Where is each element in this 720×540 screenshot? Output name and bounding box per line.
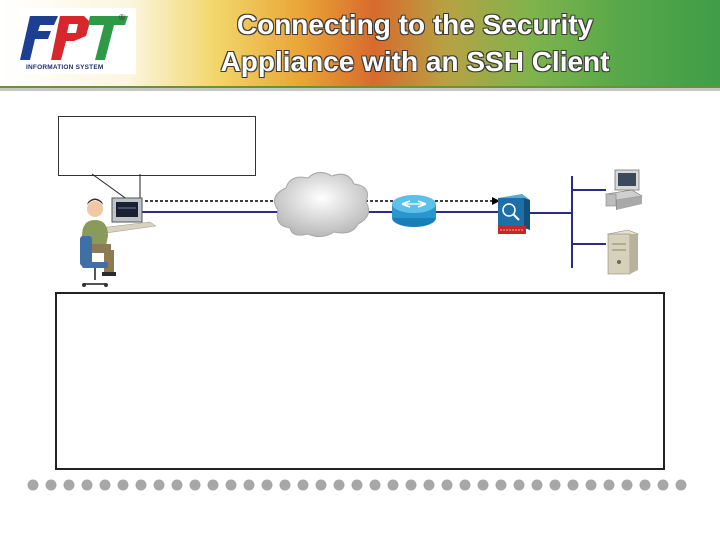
decorative-dot-divider [27, 479, 687, 491]
logo-subtitle: INFORMATION SYSTEM [26, 64, 104, 71]
user-workstation-icon [80, 197, 157, 287]
security-appliance-icon [498, 194, 530, 234]
cloud-icon [273, 172, 370, 238]
title-line-1: Connecting to the Security [236, 9, 594, 40]
callout-box [58, 116, 256, 176]
router-icon [392, 195, 436, 227]
callout-pointer [91, 173, 141, 201]
pc-icon [605, 169, 643, 210]
content-panel [55, 292, 665, 470]
fpt-logo [18, 8, 136, 74]
server-icon [606, 229, 640, 275]
ssh-path-arrow [145, 197, 500, 205]
registered-mark: ® [119, 13, 125, 22]
slide-header: ® INFORMATION SYSTEM Connecting to the S… [0, 0, 720, 91]
title-line-2: Appliance with an SSH Client [220, 46, 610, 77]
inside-network-bus [530, 176, 606, 268]
slide-title: Connecting to the Security Appliance wit… [180, 6, 650, 80]
